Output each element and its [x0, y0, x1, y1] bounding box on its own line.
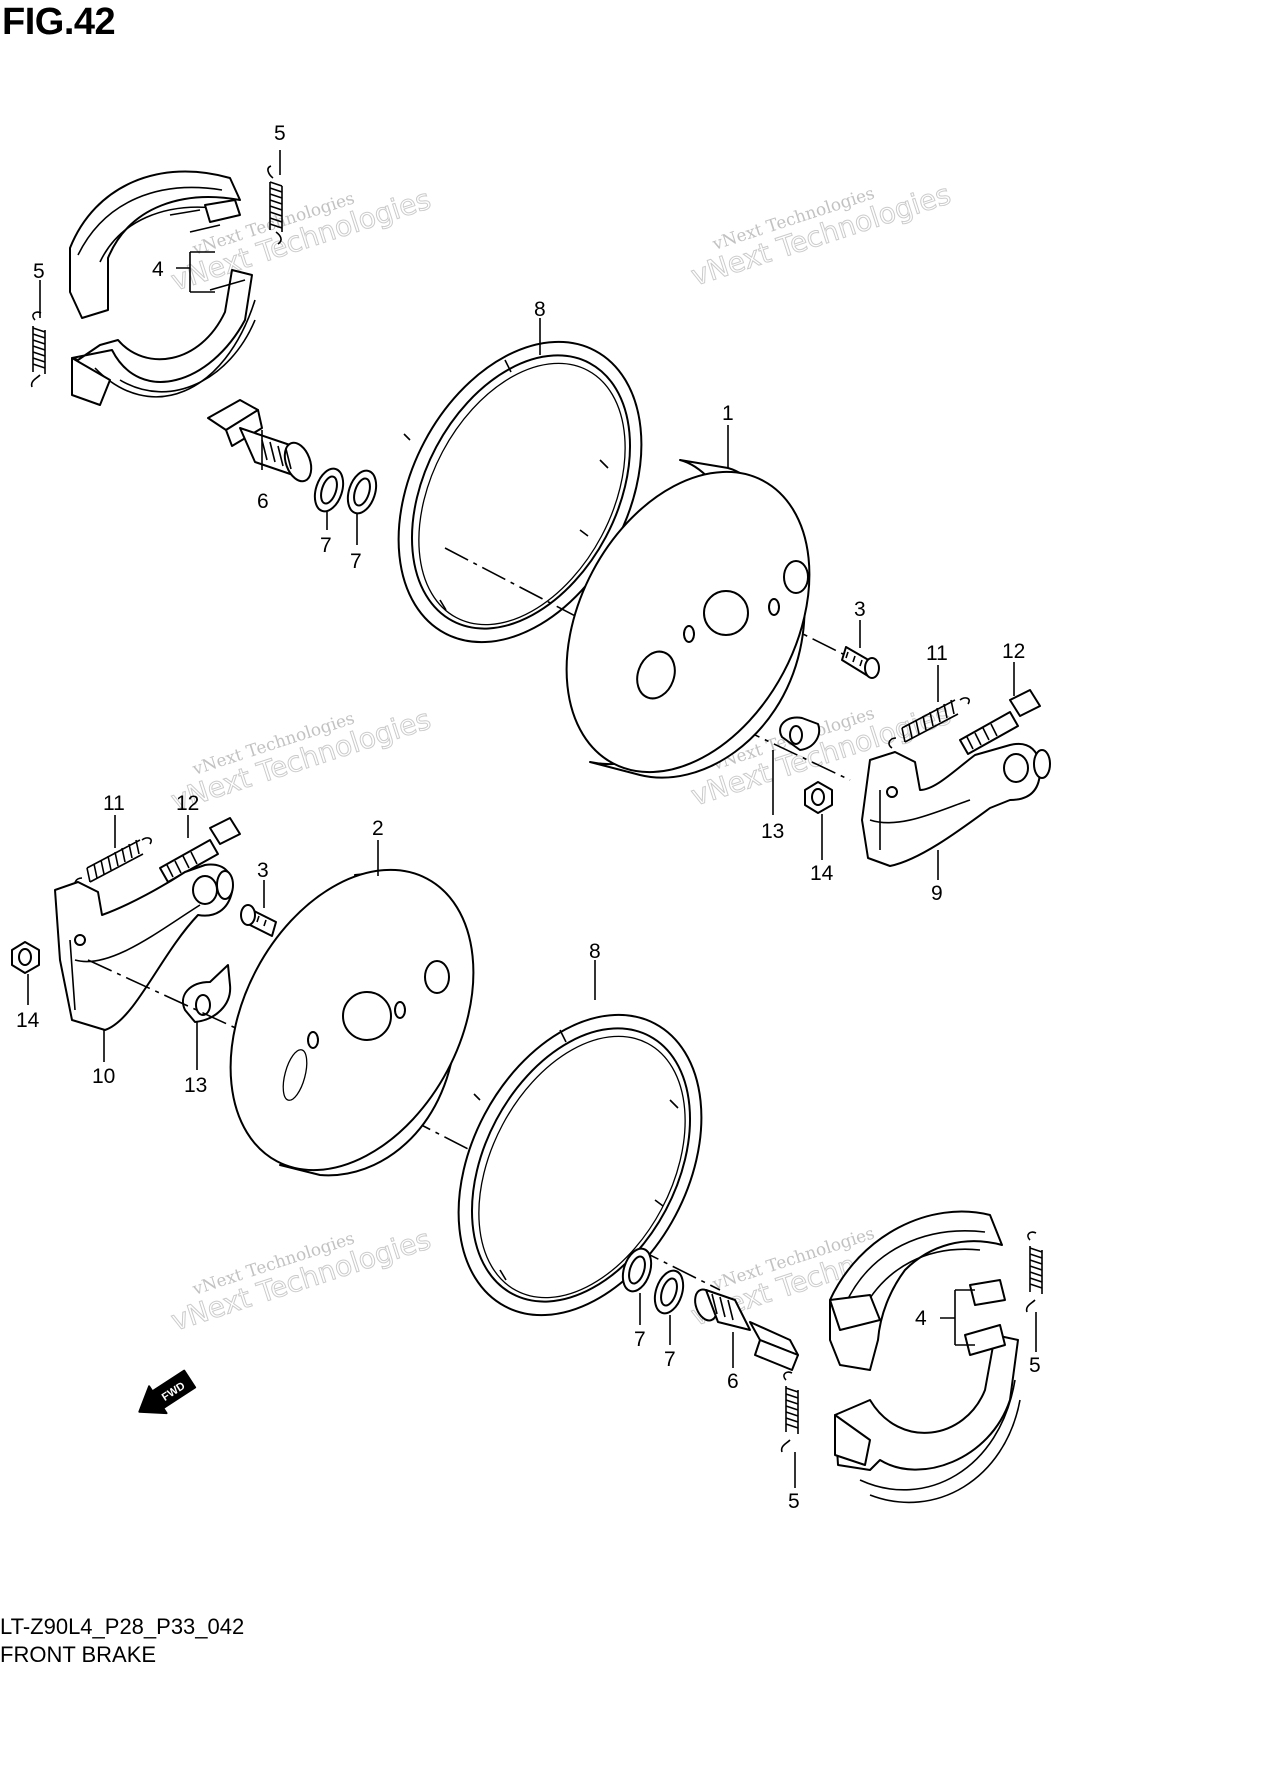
- callout-6-bottom: 6: [727, 1370, 739, 1393]
- camshaft-bottom: [694, 1288, 799, 1371]
- spring-5-bottom-a: [1025, 1231, 1043, 1313]
- watermark-mid-left: vNext Technologies vNext Technologies: [167, 702, 436, 818]
- callout-9: 9: [931, 882, 943, 905]
- fwd-arrow-icon: FWD: [138, 1369, 197, 1415]
- plate-13-bottom: [182, 964, 232, 1023]
- spring-5-bottom-b: [780, 1371, 799, 1453]
- brake-shoe-lower-bottom: [834, 1324, 1021, 1504]
- brake-ring-8-top: [397, 340, 643, 644]
- watermark-bottom-left: vNext Technologies vNext Technologies: [167, 1222, 436, 1338]
- callout-7-top-b: 7: [350, 550, 362, 573]
- callout-5-top-a: 5: [274, 122, 286, 145]
- washer-7-top-b: [346, 469, 378, 515]
- brake-panel-1-top: [565, 459, 811, 779]
- washer-7-top-a: [313, 467, 345, 513]
- callout-5-bottom-a: 5: [1029, 1354, 1041, 1377]
- brake-shoe-lower-top: [71, 269, 256, 406]
- callout-4-bottom: 4: [915, 1307, 927, 1330]
- callout-11-bottom: 11: [103, 792, 125, 815]
- callout-7-bottom-a: 7: [634, 1328, 646, 1351]
- callout-13-top: 13: [761, 820, 784, 843]
- nut-14-bottom: [11, 941, 40, 974]
- callout-2: 2: [372, 817, 384, 840]
- spring-5-top-a: [267, 165, 283, 245]
- brake-ring-8-bottom: [457, 1013, 703, 1317]
- callout-3-bottom: 3: [257, 859, 269, 882]
- camshaft-top: [207, 399, 313, 483]
- callout-12-bottom: 12: [176, 792, 199, 815]
- callout-13-bottom: 13: [184, 1074, 207, 1097]
- callout-11-top: 11: [926, 642, 948, 665]
- bolt-12-top: [959, 689, 1041, 755]
- brake-shoe-upper-top: [69, 170, 241, 319]
- plate-13-top: [779, 716, 820, 751]
- callout-12-top: 12: [1002, 640, 1025, 663]
- callout-1: 1: [722, 402, 734, 425]
- axis-top-1: [444, 547, 584, 621]
- cam-lever-10-bottom: [54, 863, 234, 1031]
- bolt-12-bottom: [159, 817, 241, 883]
- callout-7-bottom-b: 7: [664, 1348, 676, 1371]
- axis-bottom-1: [87, 959, 241, 1031]
- callout-14-bottom: 14: [16, 1009, 40, 1032]
- callout-6-top: 6: [257, 490, 269, 513]
- cam-lever-9-top: [861, 742, 1051, 867]
- callout-5-bottom-b: 5: [788, 1490, 800, 1513]
- callout-10: 10: [92, 1065, 115, 1088]
- spring-5-top-b: [30, 311, 46, 388]
- spring-11-bottom: [74, 837, 152, 889]
- spring-11-top: [888, 697, 970, 749]
- callout-14-top: 14: [810, 862, 834, 885]
- leader-lines: [27, 150, 1037, 1488]
- washer-7-bottom-a: [621, 1247, 653, 1293]
- figure-title: FIG.42: [2, 1, 116, 43]
- brake-panel-2-bottom: [229, 868, 475, 1177]
- nut-14-top: [804, 781, 833, 814]
- bolt-3-top: [841, 646, 880, 679]
- callout-4-top: 4: [152, 258, 164, 281]
- callout-7-top-a: 7: [320, 534, 332, 557]
- callout-5-top-b: 5: [33, 260, 45, 283]
- callout-3-top: 3: [854, 598, 866, 621]
- bolt-3-bottom: [240, 904, 277, 937]
- figure-code: LT-Z90L4_P28_P33_042: [0, 1614, 245, 1639]
- callout-8-bottom: 8: [589, 940, 601, 963]
- figure-name: FRONT BRAKE: [0, 1642, 157, 1667]
- brake-shoe-upper-bottom: [829, 1210, 1006, 1371]
- callout-8-top: 8: [534, 298, 546, 321]
- washer-7-bottom-b: [653, 1269, 685, 1315]
- watermark-top-right: vNext Technologies vNext Technologies: [687, 177, 956, 293]
